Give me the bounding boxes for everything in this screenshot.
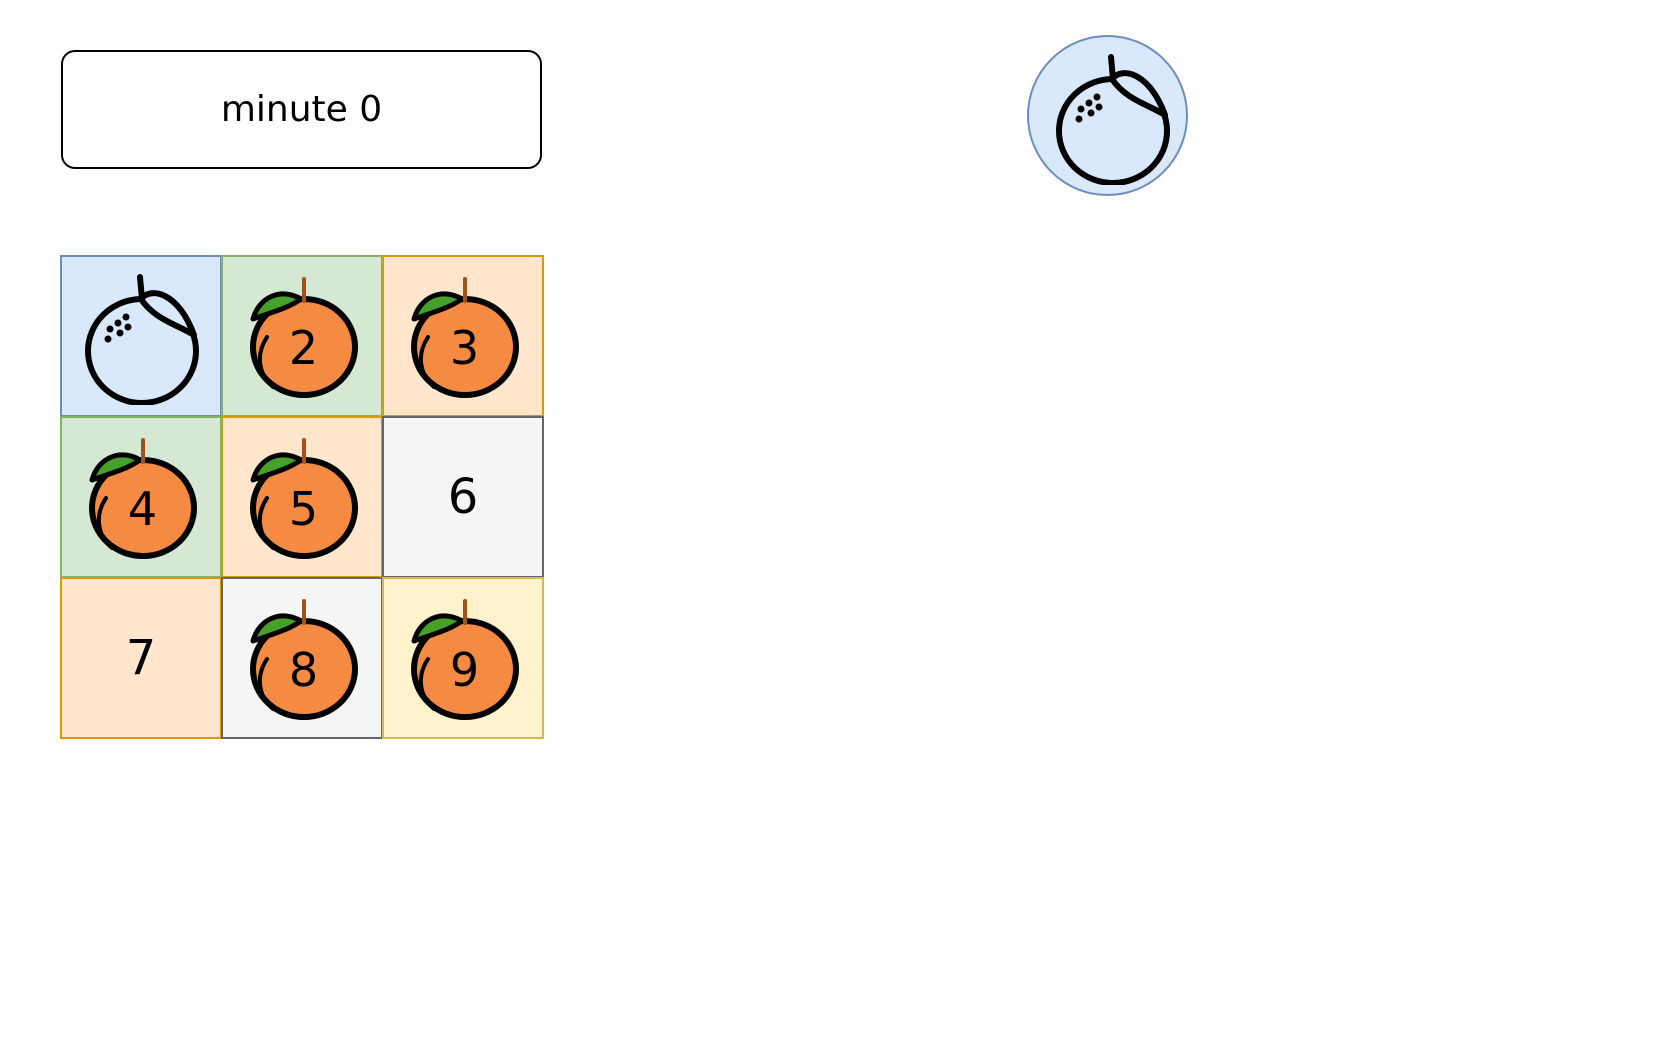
grid-cell-6: 6 <box>382 416 544 578</box>
cell-number: 5 <box>288 482 319 536</box>
cell-number: 8 <box>288 643 319 697</box>
grid-cell-4: 4 <box>60 416 222 578</box>
rotten-orange-legend <box>1027 35 1188 196</box>
empty-orange-outline-icon <box>82 271 204 405</box>
grid-cell-3: 3 <box>382 255 544 417</box>
grid-cell-2: 2 <box>221 255 383 417</box>
cell-number: 2 <box>288 321 319 375</box>
grid-cell-9: 9 <box>382 577 544 739</box>
cell-number: 6 <box>447 469 479 525</box>
minute-label: minute 0 <box>61 50 542 169</box>
cell-number: 7 <box>125 630 157 686</box>
grid-cell-7: 7 <box>60 577 222 739</box>
cell-number: 9 <box>449 643 480 697</box>
cell-number: 4 <box>127 482 158 536</box>
grid-cell-1 <box>60 255 222 417</box>
orange-grid: 2 3 4 5 6 7 8 9 <box>60 255 545 740</box>
cell-number: 3 <box>449 321 480 375</box>
grid-cell-5: 5 <box>221 416 383 578</box>
empty-orange-outline-icon <box>1053 51 1175 185</box>
grid-cell-8: 8 <box>221 577 383 739</box>
